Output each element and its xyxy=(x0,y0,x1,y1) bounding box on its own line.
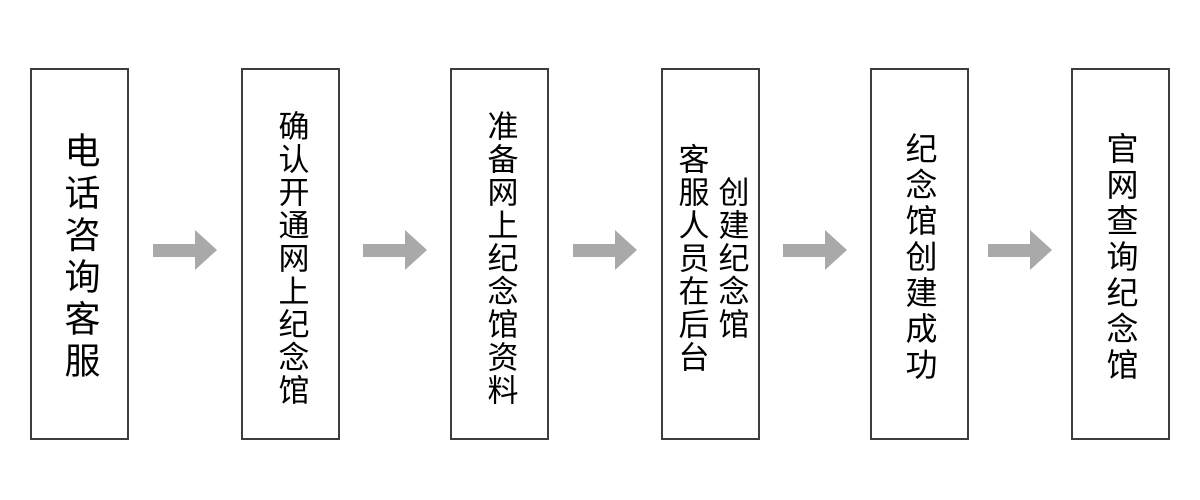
flow-step-3: 准备网上纪念馆资料 xyxy=(450,68,549,440)
arrow-right-icon xyxy=(153,230,217,270)
arrow-right-icon xyxy=(363,230,427,270)
flow-step-6-label: 官网查询纪念馆 xyxy=(1102,132,1139,384)
flow-step-2: 确认开通网上纪念馆 xyxy=(241,68,340,440)
arrow-right-icon xyxy=(988,230,1052,270)
flow-step-4: 客服人员在后台 创建纪念馆 xyxy=(661,68,760,440)
flow-step-6: 官网查询纪念馆 xyxy=(1071,68,1170,440)
flow-step-1: 电话咨询客服 xyxy=(30,68,129,440)
flow-step-1-label: 电话咨询客服 xyxy=(59,132,101,384)
flow-step-5-label: 纪念馆创建成功 xyxy=(901,132,938,384)
flow-step-4-label: 客服人员在后台 创建纪念馆 xyxy=(673,142,749,374)
flow-step-5: 纪念馆创建成功 xyxy=(870,68,969,440)
arrow-right-icon xyxy=(573,230,637,270)
flow-step-2-label: 确认开通网上纪念馆 xyxy=(273,109,309,407)
flow-step-3-label: 准备网上纪念馆资料 xyxy=(482,109,518,407)
arrow-right-icon xyxy=(783,230,847,270)
